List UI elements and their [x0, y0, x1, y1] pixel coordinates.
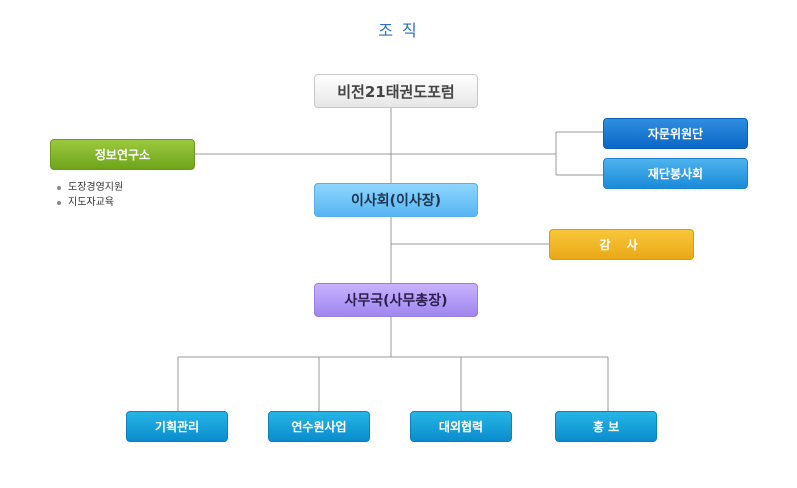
bullet-icon	[57, 185, 61, 190]
page-title: 조 직	[378, 21, 419, 40]
list-item: 지도자교육	[57, 195, 123, 210]
research-institute-items: 도장경영지원 지도자교육	[57, 180, 123, 210]
org-top-node[interactable]: 비전21태권도포럼	[314, 74, 478, 108]
dept-training-node[interactable]: 연수원사업	[268, 411, 370, 442]
secretariat-node[interactable]: 사무국(사무총장)	[314, 283, 478, 317]
foundation-service-node[interactable]: 재단봉사회	[603, 158, 748, 189]
board-node[interactable]: 이사회(이사장)	[314, 183, 478, 217]
list-item: 도장경영지원	[57, 180, 123, 195]
advisory-committee-node[interactable]: 자문위원단	[603, 118, 748, 149]
research-institute-node[interactable]: 정보연구소	[50, 139, 195, 170]
dept-pr-node[interactable]: 홍 보	[555, 411, 657, 442]
audit-node[interactable]: 감 사	[549, 229, 694, 260]
dept-planning-node[interactable]: 기획관리	[126, 411, 228, 442]
dept-external-node[interactable]: 대외협력	[410, 411, 512, 442]
bullet-icon	[57, 200, 61, 205]
